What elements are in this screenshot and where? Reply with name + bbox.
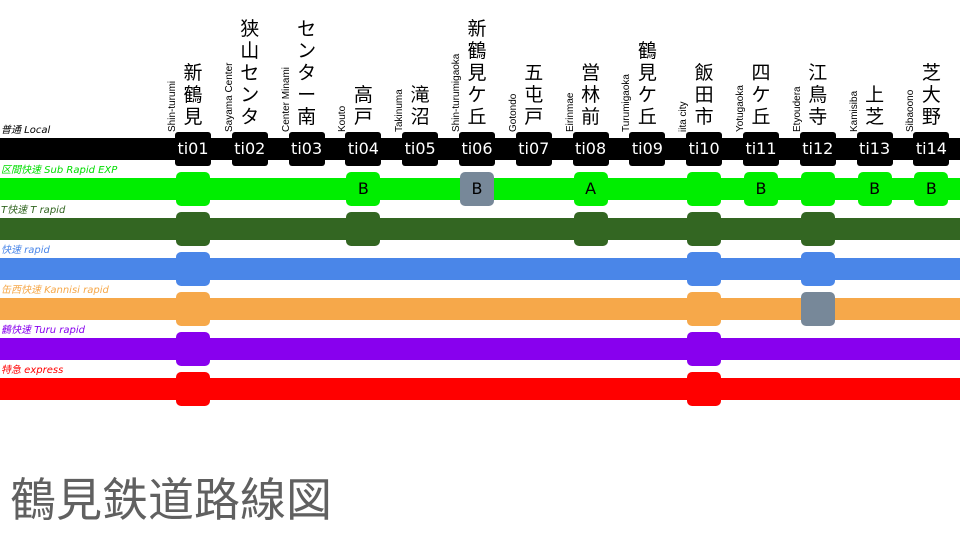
station-name-jp: 飯田市 — [694, 62, 714, 128]
station-name-jp: 五屯戸 — [524, 62, 544, 128]
stop-marker[interactable] — [800, 172, 835, 206]
stop-marker[interactable] — [176, 332, 210, 366]
station-name-en: Shin-turumigaoka — [451, 53, 462, 132]
station-code[interactable]: ti02 — [231, 132, 268, 166]
stop-marker[interactable] — [687, 292, 722, 326]
station-name-jp: 芝大野 — [921, 62, 941, 128]
stop-marker[interactable] — [176, 172, 210, 206]
service-label: 鶴快速 Turu rapid — [1, 325, 85, 336]
stop-marker[interactable]: B — [346, 172, 381, 206]
service-label: 普通 Local — [1, 125, 51, 136]
station-name-en: Eirinmae — [564, 92, 576, 132]
station-code[interactable]: ti08 — [572, 132, 609, 166]
stop-marker[interactable]: B — [460, 172, 494, 206]
station-code[interactable]: ti11 — [743, 132, 779, 166]
stop-marker[interactable]: B — [744, 172, 778, 206]
station-name-jp: 四ケ丘 — [751, 62, 771, 128]
station-code[interactable]: ti14 — [913, 132, 950, 166]
station-code[interactable]: ti06 — [459, 132, 495, 166]
station-name-jp: 高戸 — [353, 84, 373, 128]
stop-marker[interactable] — [800, 292, 835, 326]
station-name-jp: 鶴見ケ丘 — [637, 40, 657, 128]
stop-marker[interactable] — [346, 212, 381, 246]
stop-marker[interactable] — [176, 252, 210, 286]
station-code[interactable]: ti07 — [515, 132, 552, 166]
stop-marker[interactable] — [800, 212, 835, 246]
station-name-jp: 上芝 — [865, 84, 885, 128]
station-name-en: Shin-turumi — [167, 80, 178, 132]
map-title: 鶴見鉄道路線図 — [10, 473, 332, 527]
station-name-jp: 新鶴見ケ丘 — [467, 18, 487, 128]
service-label: T快速 T rapid — [1, 205, 66, 216]
stop-marker[interactable]: A — [573, 172, 608, 206]
stop-marker[interactable]: B — [857, 172, 892, 206]
station-name-en: Takinuma — [394, 89, 406, 132]
station-name-jp: センター南 — [297, 18, 317, 128]
station-name-en: Kouto — [337, 105, 349, 132]
station-name-jp: 営林前 — [581, 62, 601, 128]
station-name-jp: 滝沼 — [410, 84, 430, 128]
station-name-en: Sibaoono — [905, 89, 917, 132]
station-code[interactable]: ti09 — [629, 132, 666, 166]
service-label: 缶西快速 Kannisi rapid — [1, 285, 109, 296]
stop-marker[interactable] — [687, 212, 722, 246]
station-name-jp: 狭山センター — [240, 18, 260, 128]
station-code[interactable]: ti01 — [175, 132, 211, 166]
stop-marker[interactable] — [176, 212, 210, 246]
stop-marker[interactable] — [687, 252, 722, 286]
station-name-jp: 江鳥寺 — [808, 62, 828, 128]
stop-marker[interactable] — [687, 172, 722, 206]
station-code[interactable]: ti10 — [686, 132, 723, 166]
station-name-en: Gotondo — [507, 93, 519, 132]
station-code[interactable]: ti12 — [799, 132, 836, 166]
station-name-en: iita city — [678, 101, 690, 132]
stop-marker[interactable]: B — [914, 172, 949, 206]
station-code[interactable]: ti13 — [856, 132, 893, 166]
station-name-en: Center Minami — [280, 66, 292, 132]
service-label: 快速 rapid — [1, 245, 50, 256]
station-name-en: Etyoudera — [791, 86, 803, 132]
service-line — [0, 338, 960, 360]
stop-marker[interactable] — [573, 212, 608, 246]
station-name-en: Kamisiba — [848, 90, 860, 132]
station-name-jp: 新鶴見 — [183, 62, 203, 128]
station-name-en: Sayama Center — [223, 62, 235, 132]
service-line — [0, 378, 960, 400]
station-name-en: Turumigaoka — [621, 74, 633, 132]
service-label: 特急 express — [1, 365, 64, 376]
stop-marker[interactable] — [176, 372, 210, 406]
station-code[interactable]: ti05 — [402, 132, 439, 166]
service-label: 区間快速 Sub Rapid EXP — [1, 165, 118, 176]
stop-marker[interactable] — [687, 372, 722, 406]
stop-marker[interactable] — [176, 292, 210, 326]
stop-marker[interactable] — [687, 332, 722, 366]
station-name-en: Yotugaoka — [735, 85, 746, 132]
station-code[interactable]: ti03 — [288, 132, 325, 166]
stop-marker[interactable] — [800, 252, 835, 286]
station-code[interactable]: ti04 — [345, 132, 382, 166]
